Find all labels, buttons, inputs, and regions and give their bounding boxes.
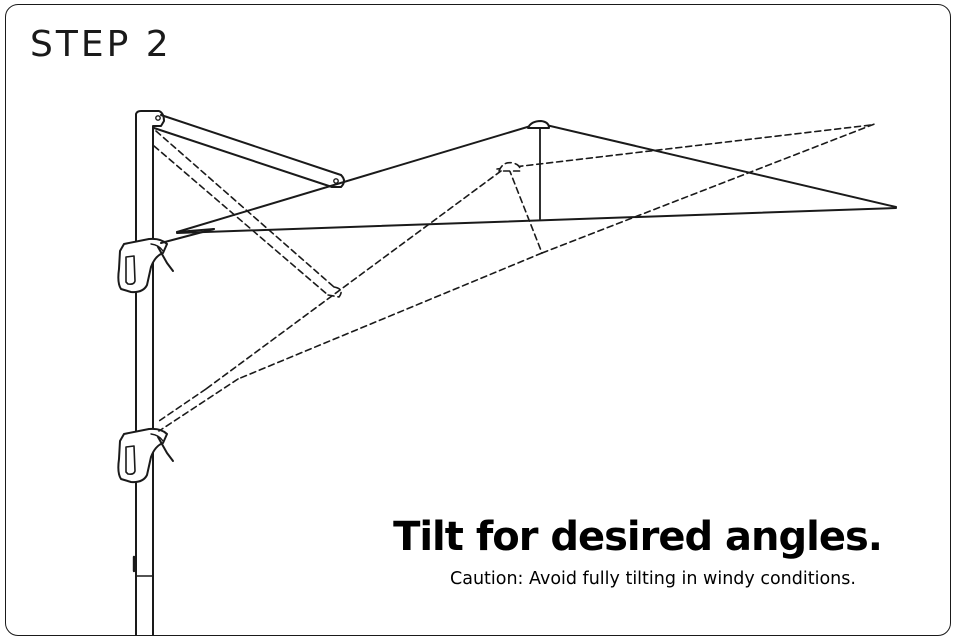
pole	[132, 110, 165, 635]
step-card: STEP 2	[5, 4, 951, 636]
cantilever-arm	[153, 114, 345, 188]
upper-crank-handle	[117, 237, 174, 294]
umbrella-tilt-illustration	[117, 110, 897, 635]
instruction-headline: Tilt for desired angles.	[393, 514, 883, 560]
lower-crank-handle	[117, 427, 174, 484]
canopy-tilted	[153, 122, 878, 432]
step-title: STEP 2	[30, 24, 172, 65]
canopy-upright	[160, 120, 897, 244]
caution-note: Caution: Avoid fully tilting in windy co…	[450, 569, 856, 589]
